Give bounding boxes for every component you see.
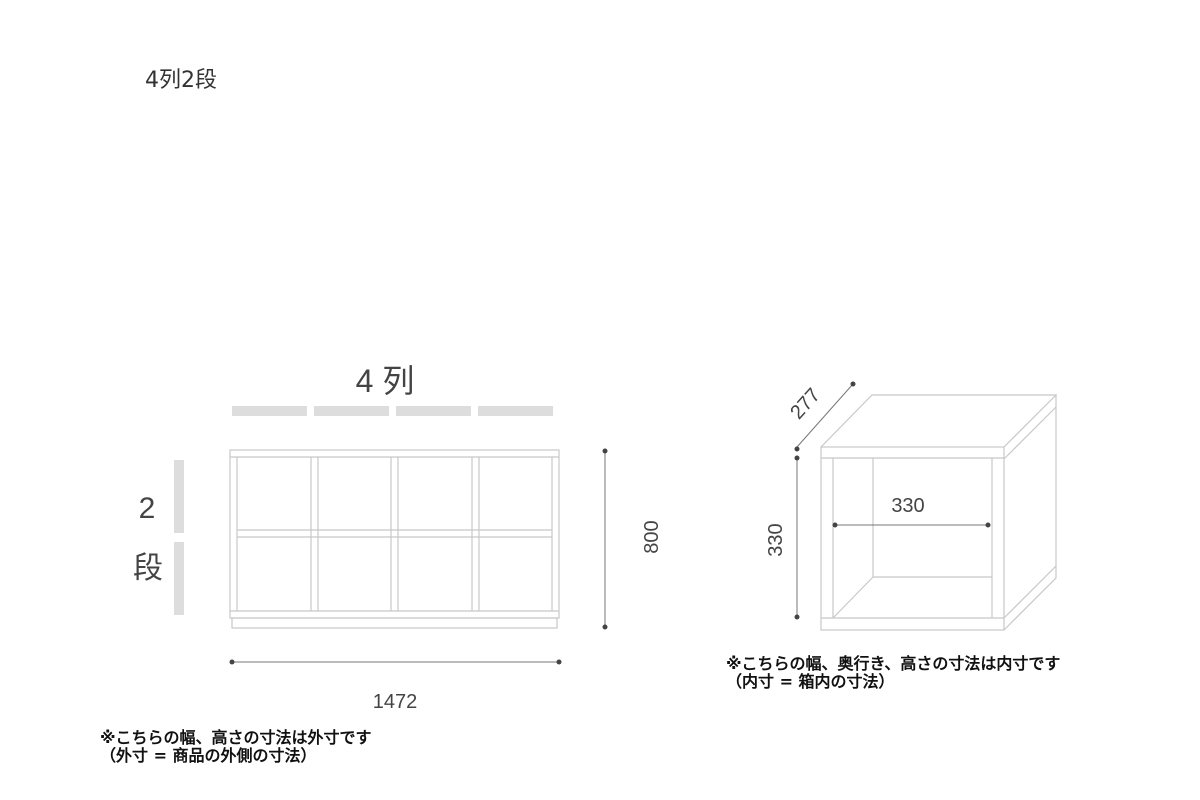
row-bars	[174, 460, 184, 615]
shelf-note-line2: （外寸 = 商品の外側の寸法）	[100, 746, 317, 765]
rows-number: 2	[139, 492, 156, 525]
cube-box-view	[820, 394, 1058, 631]
rows-unit: 段	[133, 552, 163, 585]
cube-note-line1: ※こちらの幅、奥行き、高さの寸法は内寸です	[726, 654, 1061, 673]
row-bar	[174, 460, 184, 533]
shelf-note-line1: ※こちらの幅、高さの寸法は外寸です	[100, 728, 372, 747]
column-bar	[478, 406, 553, 416]
cube-height-label: 330	[765, 523, 787, 556]
shelf-width-label: 1472	[373, 691, 418, 713]
column-bars	[232, 406, 553, 416]
cube-width-label: 330	[891, 495, 924, 517]
cube-depth-label: 277	[786, 384, 825, 424]
columns-label: 4 列	[356, 363, 415, 399]
column-bar	[314, 406, 389, 416]
column-bar	[232, 406, 307, 416]
shelf-front-view	[229, 449, 560, 629]
shelf-height-label: 800	[641, 520, 663, 553]
page-title: 4列2段	[145, 68, 217, 93]
shelf-note: ※こちらの幅、高さの寸法は外寸です （外寸 = 商品の外側の寸法）	[100, 729, 372, 765]
column-bar	[396, 406, 471, 416]
cube-note-line2: （内寸 = 箱内の寸法）	[726, 672, 895, 691]
cube-note: ※こちらの幅、奥行き、高さの寸法は内寸です （内寸 = 箱内の寸法）	[726, 655, 1060, 691]
row-bar	[174, 542, 184, 615]
